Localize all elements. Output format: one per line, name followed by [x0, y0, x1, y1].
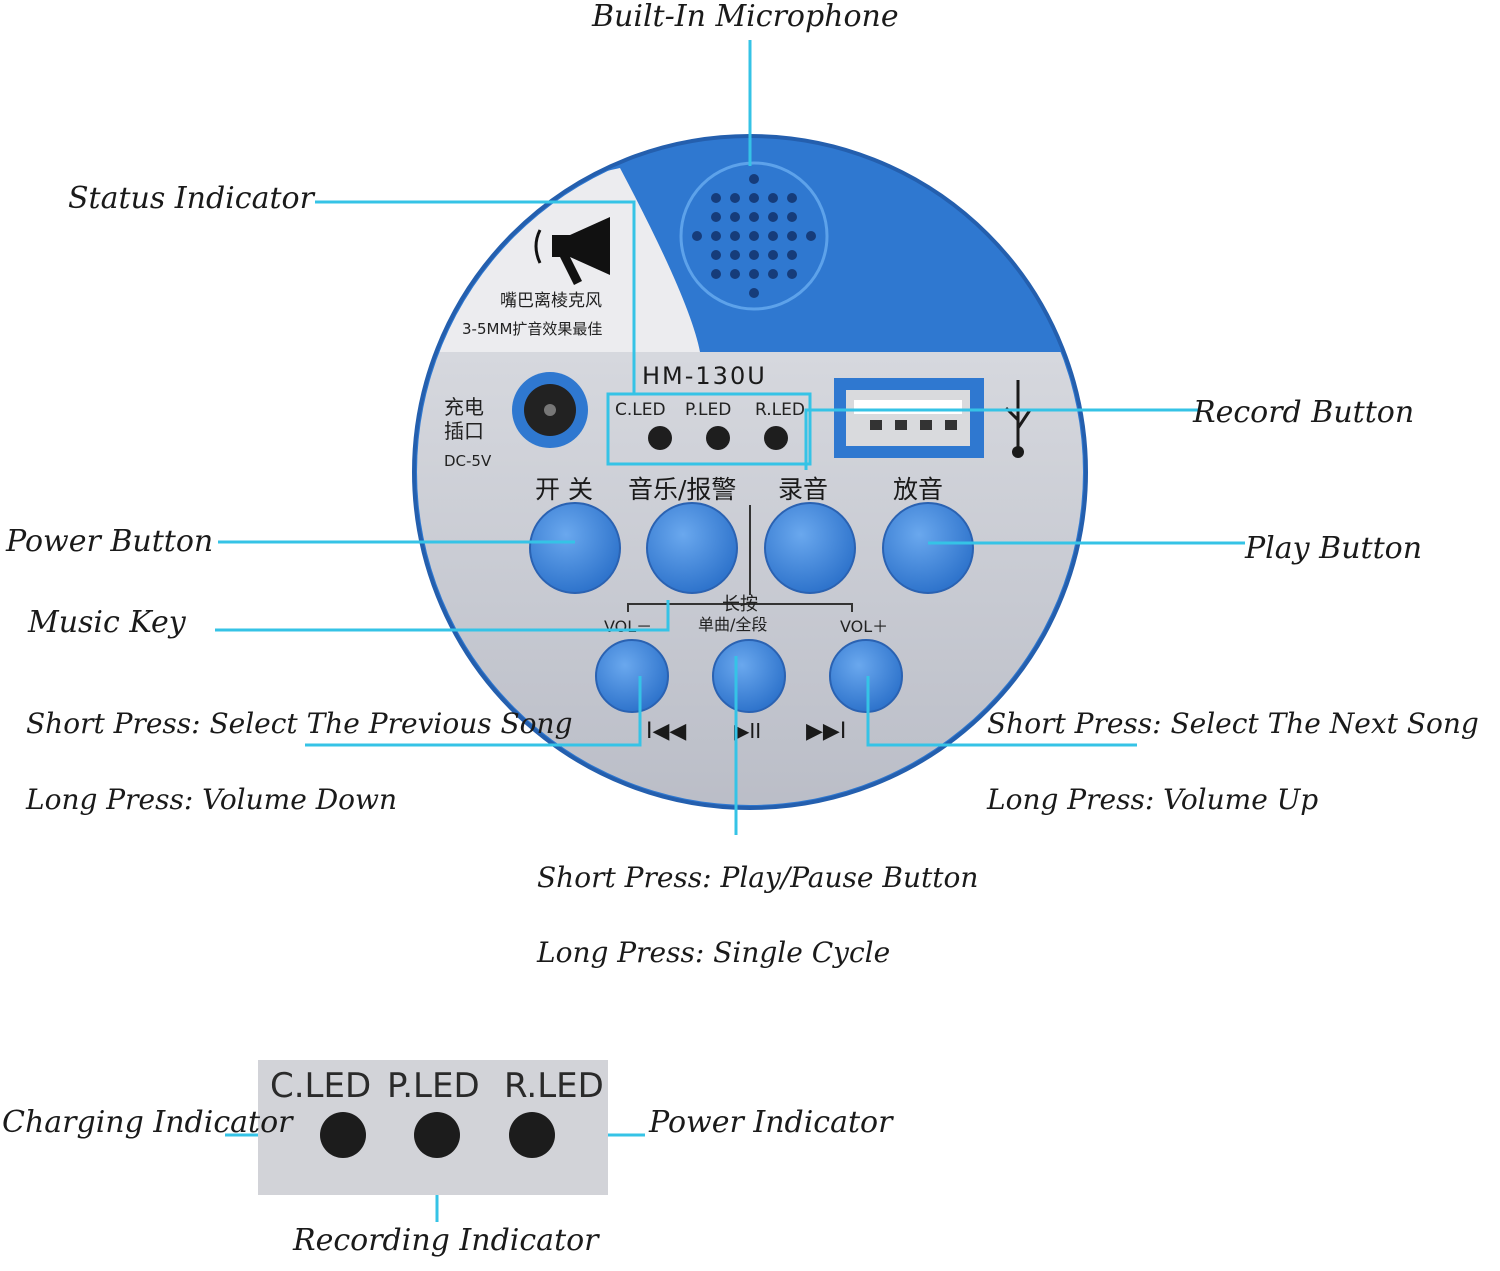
leader-prev [305, 676, 642, 747]
charge-voltage: DC-5V [444, 452, 492, 470]
usb-tongue [854, 400, 962, 414]
led-group-frame [606, 392, 812, 466]
label-play: 放音 [893, 475, 943, 504]
callout-prev-long: Long Press: Volume Down [26, 783, 397, 816]
inset-led-r: R.LED [504, 1066, 604, 1106]
microphone-holes [692, 174, 816, 298]
led-r [764, 426, 788, 450]
microphone-hole [768, 269, 778, 279]
callout-power-button: Power Button [6, 524, 214, 559]
microphone-hole [730, 231, 740, 241]
microphone-hole [711, 269, 721, 279]
leader-record [804, 408, 1200, 470]
vol-plus-label: VOL＋ [840, 617, 888, 636]
led-p [706, 426, 730, 450]
next-symbol: ▶▶I [806, 719, 846, 744]
microphone-hole [768, 212, 778, 222]
led-c-label: C.LED [615, 400, 666, 420]
label-power: 开 关 [535, 475, 593, 504]
leader-music [215, 600, 670, 632]
microphone-hole [711, 250, 721, 260]
play-button[interactable] [882, 502, 974, 594]
callout-prev-short: Short Press: Select The Previous Song [26, 707, 573, 740]
charge-label-1: 充电 [444, 395, 484, 419]
usb-icon-dot [1012, 446, 1024, 458]
leader-status [315, 200, 636, 394]
single-all-label: 单曲/全段 [698, 615, 767, 634]
callout-next-short: Short Press: Select The Next Song [987, 707, 1479, 740]
badge-line1: 嘴巴离棱克风 [500, 291, 602, 311]
music-button[interactable] [646, 502, 738, 594]
callout-built-in-microphone: Built-In Microphone [592, 0, 899, 34]
callout-next-long: Long Press: Volume Up [987, 783, 1319, 816]
inset-led-c-dot [320, 1112, 366, 1158]
microphone-hole [787, 193, 797, 203]
microphone-hole [749, 212, 759, 222]
leader-next [866, 676, 1137, 747]
inset-led-r-dot [509, 1112, 555, 1158]
microphone-hole [787, 269, 797, 279]
long-press-label: 长按 [722, 594, 758, 615]
inset-led-p-dot [414, 1112, 460, 1158]
microphone-hole [749, 231, 759, 241]
microphone-hole [806, 231, 816, 241]
led-c [648, 426, 672, 450]
callout-record-button: Record Button [1193, 395, 1415, 430]
record-button[interactable] [764, 502, 856, 594]
megaphone-icon [534, 217, 610, 285]
playpause-button[interactable] [712, 639, 786, 713]
long-press-bracket [627, 603, 853, 612]
microphone-hole [768, 193, 778, 203]
label-music: 音乐/报警 [628, 475, 736, 504]
microphone-hole [730, 193, 740, 203]
charge-label-2: 插口 [444, 419, 484, 443]
microphone-hole [787, 212, 797, 222]
callout-power-indicator: Power Indicator [649, 1105, 893, 1140]
microphone-hole [711, 212, 721, 222]
usb-port [846, 390, 970, 446]
led-r-label: R.LED [755, 400, 805, 420]
microphone-hole [768, 250, 778, 260]
microphone-hole [730, 269, 740, 279]
model-label: HM-130U [642, 362, 767, 390]
callout-play-button: Play Button [1245, 531, 1423, 566]
callout-playpause-long: Long Press: Single Cycle [537, 936, 891, 969]
microphone-hole [749, 288, 759, 298]
microphone-hole [787, 250, 797, 260]
usb-pins [870, 420, 957, 430]
callout-charging-indicator: Charging Indicator [2, 1105, 293, 1140]
callout-recording-indicator: Recording Indicator [293, 1223, 599, 1258]
badge-line2: 3-5MM扩音效果最佳 [462, 320, 602, 338]
microphone-hole [711, 231, 721, 241]
microphone-hole [730, 212, 740, 222]
power-button[interactable] [529, 502, 621, 594]
callout-status-indicator: Status Indicator [68, 181, 314, 216]
charging-port-pin [544, 404, 556, 416]
led-p-label: P.LED [685, 400, 731, 420]
label-record: 录音 [778, 475, 828, 504]
inset-led-c: C.LED [270, 1066, 371, 1106]
prev-button[interactable] [595, 639, 669, 713]
microphone-hole [749, 174, 759, 184]
vol-minus-label: VOL－ [604, 617, 652, 636]
microphone-hole [749, 250, 759, 260]
microphone-hole [730, 250, 740, 260]
prev-symbol: I◀◀ [646, 719, 686, 744]
callout-playpause-short: Short Press: Play/Pause Button [537, 861, 979, 894]
playpause-symbol: ▶II [734, 719, 761, 743]
microphone-hole [749, 193, 759, 203]
microphone-hole [768, 231, 778, 241]
microphone-hole [787, 231, 797, 241]
inset-led-p: P.LED [387, 1066, 480, 1106]
microphone-hole [692, 231, 702, 241]
next-button[interactable] [829, 639, 903, 713]
microphone-hole [749, 269, 759, 279]
microphone-hole [711, 193, 721, 203]
callout-music-key: Music Key [28, 605, 186, 640]
